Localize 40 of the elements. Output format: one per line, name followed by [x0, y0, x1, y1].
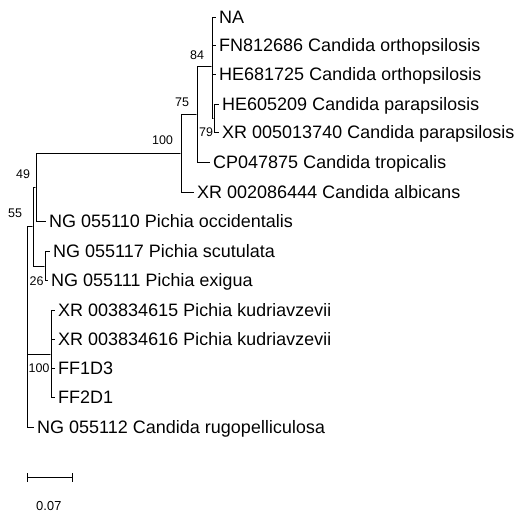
taxon-label: NG 055112 Candida rugopelliculosa	[34, 416, 325, 438]
branch-line	[27, 226, 33, 227]
taxon-label: NA	[216, 6, 244, 28]
vertical-branch-line	[180, 114, 182, 193]
taxon-label: HE681725 Candida orthopsilosis	[216, 63, 482, 85]
taxon-label: XR 003834615 Pichia kudriavzevii	[55, 299, 332, 321]
bootstrap-value: 84	[190, 48, 204, 62]
bootstrap-value: 100	[28, 360, 50, 376]
taxon-label: FF1D3	[55, 357, 114, 379]
taxon-label: HE605209 Candida parapsilosis	[219, 93, 480, 115]
scale-value: 0.07	[36, 498, 62, 512]
taxon-label: XR 005013740 Candida parapsilosis	[219, 121, 514, 143]
branch-line	[36, 221, 46, 222]
branch-line	[181, 114, 197, 115]
branch-line	[197, 66, 212, 67]
vertical-branch-line	[26, 226, 28, 428]
branch-line	[27, 427, 34, 428]
branch-line	[27, 354, 51, 355]
taxon-label: XR 002086444 Candida albicans	[194, 181, 460, 203]
taxon-label: FF2D1	[55, 386, 114, 408]
bootstrap-value: 26	[30, 274, 44, 288]
bootstrap-value: 79	[199, 124, 213, 140]
taxon-label: NG 055110 Pichia occidentalis	[46, 210, 293, 232]
vertical-branch-line	[50, 310, 52, 398]
bootstrap-value: 49	[16, 166, 30, 182]
branch-line	[197, 162, 210, 163]
bootstrap-value: 55	[8, 206, 22, 220]
branch-line	[181, 192, 194, 193]
taxon-label: XR 003834616 Pichia kudriavzevii	[55, 328, 332, 350]
bootstrap-value: 75	[175, 94, 189, 110]
taxon-label: NG 055111 Pichia exigua	[48, 269, 252, 291]
branch-line	[36, 153, 181, 154]
taxon-label: NG 055117 Pichia scutulata	[50, 240, 275, 262]
vertical-branch-line	[32, 187, 34, 267]
taxon-label: CP047875 Candida tropicalis	[210, 151, 446, 173]
vertical-branch-line	[196, 66, 198, 163]
bootstrap-value: 100	[152, 132, 173, 148]
vertical-branch-line	[44, 251, 46, 281]
branch-line	[33, 266, 45, 267]
taxon-label: FN812686 Candida orthopsilosis	[216, 34, 480, 56]
